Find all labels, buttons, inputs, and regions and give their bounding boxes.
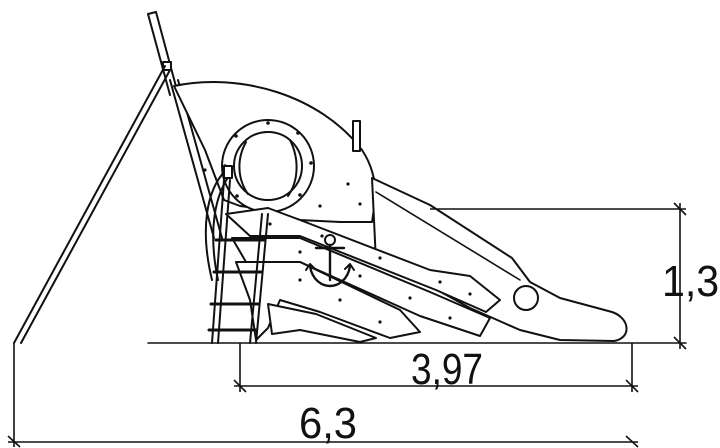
- total-length-dimension: [7, 343, 639, 448]
- mast: [147, 11, 179, 96]
- slide-length-dimension: [233, 343, 639, 393]
- plank-rivets: [203, 168, 472, 324]
- deck-pin: [352, 120, 361, 152]
- hull-planks: [225, 207, 501, 343]
- porthole-window: [221, 119, 315, 213]
- height-dimension: [430, 202, 687, 350]
- slide-length-label: 3,97: [411, 345, 483, 394]
- support-strut: [13, 65, 171, 344]
- total-length-label: 6,3: [299, 399, 357, 448]
- slide-edge-line: [375, 191, 521, 281]
- anchor-icon: [305, 234, 355, 288]
- slide-hatch: [513, 285, 539, 311]
- height-label: 1,37: [662, 257, 720, 306]
- ladder: [204, 165, 269, 344]
- slide-chute: [371, 177, 628, 342]
